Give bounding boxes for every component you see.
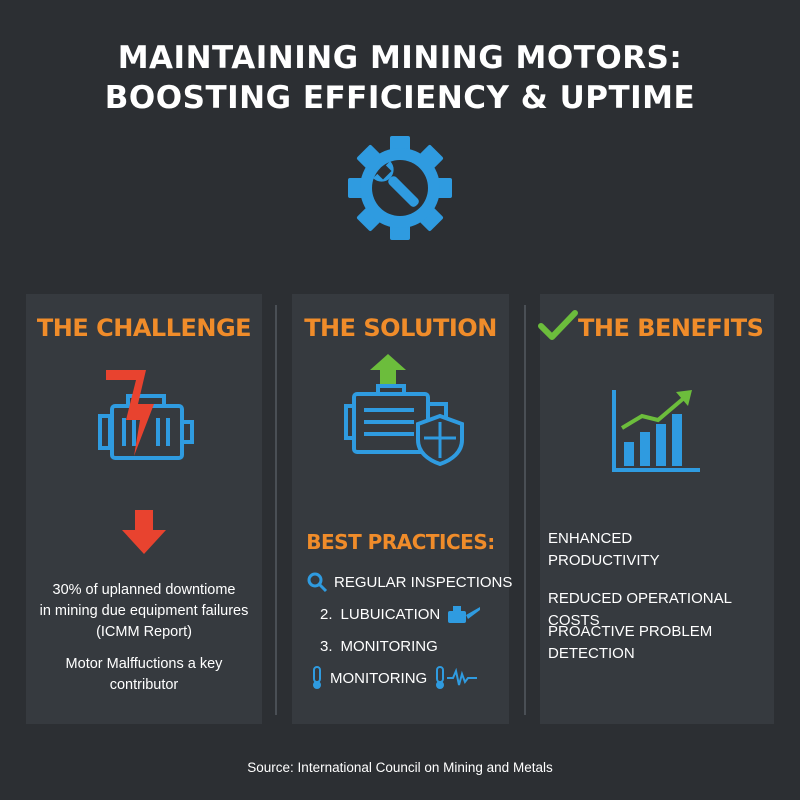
separator-2 bbox=[524, 305, 526, 715]
title-line-1: MAINTAINING MINING MOTORS: bbox=[117, 40, 683, 76]
benefit-item: PROACTIVE PROBLEM DETECTION bbox=[548, 621, 768, 665]
challenge-note-line-2: contributor bbox=[109, 677, 179, 693]
benefits-heading: THE BENEFITS bbox=[578, 314, 764, 342]
challenge-stat-line-2: in mining due equipment failures bbox=[39, 603, 249, 619]
list-item: REGULAR INSPECTIONS bbox=[306, 570, 512, 594]
magnifier-icon bbox=[307, 572, 328, 593]
benefits-panel: THE BENEFITS ENHANCED PRODUCTIVITY REDUC… bbox=[538, 294, 774, 724]
source-caption: Source: International Council on Mining … bbox=[247, 760, 553, 775]
list-item: MONITORING bbox=[310, 666, 478, 690]
list-item: 3. MONITORING bbox=[320, 634, 438, 658]
list-item: 2. LUBUICATION bbox=[320, 602, 482, 626]
page-title: MAINTAINING MINING MOTORS: BOOSTING EFFI… bbox=[0, 38, 800, 118]
challenge-stat-line-3: (ICMM Report) bbox=[96, 624, 192, 640]
list-item-prefix: 3. bbox=[320, 637, 333, 655]
benefit-item: ENHANCED PRODUCTIVITY bbox=[548, 528, 768, 572]
motor-shield-upgrade-icon bbox=[344, 354, 464, 466]
list-item-label: MONITORING bbox=[340, 637, 438, 655]
oil-can-icon bbox=[448, 606, 481, 623]
benefit-line: PROACTIVE PROBLEM DETECTION bbox=[548, 623, 713, 662]
challenge-note: Motor Malffuctions a key contributor bbox=[26, 654, 262, 696]
red-down-arrow-icon bbox=[122, 510, 166, 554]
challenge-panel: THE CHALLENGE 30% of uplanned downtiome … bbox=[26, 294, 262, 724]
challenge-note-line-1: Motor Malffuctions a key bbox=[65, 656, 223, 672]
benefit-line: REDUCED OPERATIONAL COSTS bbox=[548, 590, 732, 629]
benefit-line: PRODUCTIVITY bbox=[548, 552, 660, 569]
separator-1 bbox=[275, 305, 277, 715]
gear-wrench-icon bbox=[348, 136, 452, 240]
list-item-prefix: 2. bbox=[320, 605, 333, 623]
broken-motor-icon bbox=[98, 370, 194, 460]
title-line-2: BOOSTING EFFICIENCY & UPTIME bbox=[104, 80, 696, 116]
challenge-stat-line-1: 30% of uplanned downtiome bbox=[52, 582, 236, 598]
challenge-stat: 30% of uplanned downtiome in mining due … bbox=[26, 580, 262, 643]
waveform-icon bbox=[447, 668, 478, 686]
growth-chart-icon bbox=[612, 390, 700, 472]
best-practices-heading: BEST PRACTICES: bbox=[306, 530, 495, 554]
solution-heading: THE SOLUTION bbox=[304, 314, 497, 342]
list-item-label: LUBUICATION bbox=[340, 605, 441, 623]
benefit-item: REDUCED OPERATIONAL COSTS bbox=[548, 588, 768, 632]
thermometer-icon bbox=[313, 666, 321, 689]
thermometer-icon bbox=[436, 666, 445, 689]
list-item-label: REGULAR INSPECTIONS bbox=[334, 573, 513, 591]
benefit-line: ENHANCED bbox=[548, 530, 633, 547]
solution-panel: THE SOLUTION BEST PRACTICES: REGULAR INS… bbox=[292, 294, 512, 724]
list-item-label: MONITORING bbox=[330, 669, 428, 687]
green-check-icon bbox=[538, 310, 578, 340]
challenge-heading: THE CHALLENGE bbox=[36, 314, 252, 342]
